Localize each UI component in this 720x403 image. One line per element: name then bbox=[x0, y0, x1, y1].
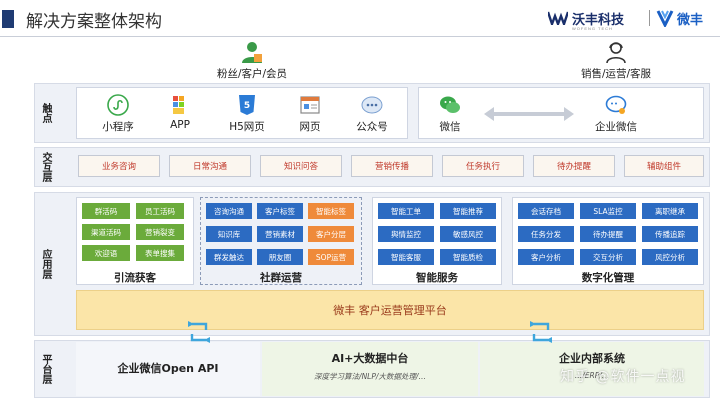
touchpoint-app[interactable]: APP bbox=[162, 94, 198, 131]
group-acquire-title: 引流获客 bbox=[114, 272, 156, 284]
official-account-icon bbox=[361, 96, 383, 114]
svg-text:5: 5 bbox=[244, 101, 250, 111]
chip-smart-ticket[interactable]: 智能工单 bbox=[378, 203, 434, 219]
chip-sop-ops[interactable]: SOP运营 bbox=[308, 249, 354, 265]
chip-sensitive-risk[interactable]: 敏感风控 bbox=[440, 226, 496, 242]
tag-daily-communication[interactable]: 日常沟通 bbox=[169, 155, 251, 177]
chip-todo-remind[interactable]: 待办提醒 bbox=[580, 226, 636, 242]
header: 解决方案整体架构 沃丰科技 WOFENG TECH 微丰 bbox=[0, 0, 720, 40]
platform-left-bg bbox=[76, 342, 260, 396]
page-title: 解决方案整体架构 bbox=[26, 12, 162, 32]
chip-task-dispatch[interactable]: 任务分发 bbox=[518, 226, 574, 242]
touchpoint-web[interactable]: 网页 bbox=[292, 94, 328, 134]
chip-interaction-analysis[interactable]: 交互分析 bbox=[580, 249, 636, 265]
chip-sla-monitor[interactable]: SLA监控 bbox=[580, 203, 636, 219]
brand-logo-wofeng: 沃丰科技 bbox=[548, 8, 624, 28]
persona-customer: 粉丝/客户/会员 bbox=[212, 40, 292, 81]
tag-todo-reminder[interactable]: 待办提醒 bbox=[533, 155, 615, 177]
platform-internal-systems[interactable]: 企业内部系统 …/ERP/… bbox=[559, 352, 625, 380]
chip-group-qr[interactable]: 群活码 bbox=[82, 203, 130, 219]
touchpoint-wecom[interactable]: 企业微信 bbox=[588, 94, 644, 134]
header-divider bbox=[0, 36, 720, 37]
platform-center-bg bbox=[262, 342, 478, 396]
logo-divider bbox=[649, 10, 650, 26]
platform-row-label: 平台层 bbox=[40, 354, 51, 384]
weifeng-logo-icon bbox=[656, 10, 674, 27]
chip-chat-archive[interactable]: 会话存档 bbox=[518, 203, 574, 219]
staff-icon bbox=[606, 42, 626, 64]
group-community-title: 社群运营 bbox=[260, 272, 302, 284]
persona-customer-label: 粉丝/客户/会员 bbox=[216, 68, 288, 80]
sync-cycle-icon-left bbox=[188, 321, 210, 343]
chip-knowledge-base[interactable]: 知识库 bbox=[206, 226, 252, 242]
platform-wecom-api[interactable]: 企业微信Open API bbox=[117, 362, 219, 375]
webpage-icon bbox=[300, 96, 320, 114]
tag-business-consult[interactable]: 业务咨询 bbox=[78, 155, 160, 177]
w-logo-icon bbox=[548, 11, 568, 25]
wechat-icon bbox=[440, 96, 460, 113]
brand2-name: 微丰 bbox=[677, 12, 704, 28]
chip-customer-analysis[interactable]: 客户分析 bbox=[518, 249, 574, 265]
touchpoint-wechat[interactable]: 微信 bbox=[432, 94, 468, 134]
brand1-subtitle: WOFENG TECH bbox=[572, 26, 613, 31]
app-row-label: 应用层 bbox=[40, 249, 51, 279]
brand-logo-weifeng: 微丰 bbox=[656, 8, 703, 28]
chip-sentiment-monitor[interactable]: 舆情监控 bbox=[378, 226, 434, 242]
chip-customer-tier[interactable]: 客户分层 bbox=[308, 226, 354, 242]
chip-form-collect[interactable]: 表单搜集 bbox=[136, 245, 184, 261]
platform-ai-bigdata[interactable]: AI+大数据中台 深度学习算法/NLP/大数据处理/… bbox=[314, 352, 426, 381]
chip-marketing-material[interactable]: 营销素材 bbox=[257, 226, 303, 242]
chip-marketing-fission[interactable]: 营销裂变 bbox=[136, 224, 184, 240]
persona-staff: 销售/运营/客服 bbox=[574, 40, 658, 81]
app-icon bbox=[173, 96, 184, 114]
chip-smart-recommend[interactable]: 智能推荐 bbox=[440, 203, 496, 219]
chip-mass-send[interactable]: 群发触达 bbox=[206, 249, 252, 265]
platform-right-bg bbox=[480, 342, 704, 396]
watermark: 知乎 @软件一点视 bbox=[560, 369, 686, 385]
chip-smart-cs[interactable]: 智能客服 bbox=[378, 249, 434, 265]
touchpoint-h5[interactable]: 5 H5网页 bbox=[222, 94, 272, 134]
persona-staff-label: 销售/运营/客服 bbox=[580, 68, 652, 80]
wecom-icon bbox=[605, 95, 627, 114]
chip-smart-tag[interactable]: 智能标签 bbox=[308, 203, 354, 219]
chip-moments[interactable]: 朋友圈 bbox=[257, 249, 303, 265]
chip-channel-qr[interactable]: 渠道活码 bbox=[82, 224, 130, 240]
frontend-row-label: 交互层 bbox=[40, 152, 51, 182]
tag-knowledge-qa[interactable]: 知识问答 bbox=[260, 155, 342, 177]
tag-task-execution[interactable]: 任务执行 bbox=[442, 155, 524, 177]
brand1-name: 沃丰科技 bbox=[572, 12, 625, 28]
chip-risk-analysis[interactable]: 风控分析 bbox=[642, 249, 698, 265]
miniprogram-icon bbox=[107, 94, 129, 116]
html5-icon: 5 bbox=[239, 95, 255, 115]
group-smart-service-title: 智能服务 bbox=[416, 272, 458, 284]
tag-marketing-spread[interactable]: 营销传播 bbox=[351, 155, 433, 177]
double-arrow-icon bbox=[484, 107, 574, 121]
chip-welcome-msg[interactable]: 欢迎语 bbox=[82, 245, 130, 261]
touchpoint-official-account[interactable]: 公众号 bbox=[350, 94, 394, 134]
touch-row-label: 触点 bbox=[40, 103, 51, 123]
chip-consult-comm[interactable]: 咨询沟通 bbox=[206, 203, 252, 219]
customer-ops-platform-bar[interactable]: 微丰 客户运营管理平台 bbox=[76, 290, 704, 330]
chip-spread-track[interactable]: 传播追踪 bbox=[642, 226, 698, 242]
title-marker bbox=[2, 10, 14, 28]
chip-staff-qr[interactable]: 员工活码 bbox=[136, 203, 184, 219]
sync-cycle-icon-right bbox=[530, 321, 552, 343]
chip-customer-tag[interactable]: 客户标签 bbox=[257, 203, 303, 219]
touchpoint-miniprogram[interactable]: 小程序 bbox=[96, 94, 140, 134]
chip-smart-qc[interactable]: 智能质检 bbox=[440, 249, 496, 265]
group-digital-mgmt-title: 数字化管理 bbox=[581, 272, 635, 284]
customer-icon bbox=[242, 42, 262, 63]
chip-resign-inherit[interactable]: 离职继承 bbox=[642, 203, 698, 219]
tag-helper-component[interactable]: 辅助组件 bbox=[624, 155, 704, 177]
